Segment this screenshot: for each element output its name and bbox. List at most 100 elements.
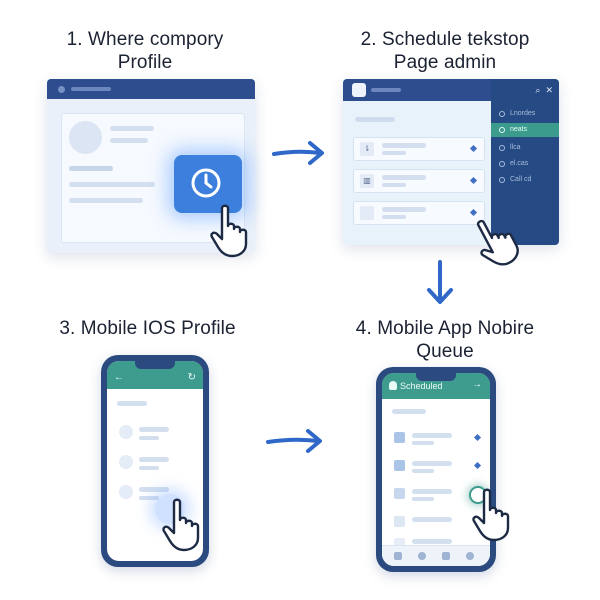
close-icon[interactable]: ✕ <box>545 85 553 95</box>
step-2-title-line1: 2. Schedule tekstop <box>360 29 530 50</box>
list-text-line <box>139 457 169 462</box>
search-tab-icon[interactable] <box>418 552 426 560</box>
row-text-line <box>412 433 452 438</box>
sidebar-item-icon <box>499 127 505 133</box>
row-subtext-line <box>382 151 406 155</box>
back-arrow-icon[interactable]: ← <box>114 372 124 383</box>
step-2-title-line2: Page admin <box>393 52 497 73</box>
sidebar-tools: ⌕ ✕ <box>535 85 553 96</box>
queue-row[interactable] <box>388 511 488 533</box>
step-1-title-line2: Profile <box>117 52 173 73</box>
sidebar-item-label: neats <box>510 126 528 133</box>
sidebar-item-icon <box>499 161 505 167</box>
queue-row[interactable] <box>388 427 488 449</box>
phone-screen: Scheduled → <box>382 373 490 566</box>
schedule-row[interactable]: ⇂ <box>353 137 485 161</box>
list-avatar <box>119 455 133 469</box>
schedule-row[interactable] <box>353 201 485 225</box>
sidebar-item-label: llca <box>510 144 521 151</box>
user-icon <box>352 83 366 97</box>
page-admin-window: ⇂ ▥ ⌕ ✕ Lnordes neats llca <box>343 79 559 245</box>
diamond-icon <box>469 144 478 153</box>
warning-icon <box>394 460 405 471</box>
step-1-title-line1: 1. Where compory <box>66 29 224 50</box>
admin-heading-line <box>355 117 395 122</box>
pointing-hand-icon <box>210 204 248 258</box>
schedule-clock-button[interactable] <box>174 155 242 213</box>
profile-subtitle-line <box>110 138 148 143</box>
list-avatar <box>119 485 133 499</box>
sidebar-item-2[interactable]: llca <box>491 141 559 155</box>
sidebar-item-icon <box>499 145 505 151</box>
sidebar-item-3[interactable]: el.cas <box>491 157 559 171</box>
image-icon <box>394 538 405 549</box>
profile-text-line <box>69 182 155 187</box>
window-title-bar <box>47 79 255 99</box>
row-text-line <box>412 539 452 544</box>
row-subtext-line <box>382 215 406 219</box>
user-icon <box>389 381 397 390</box>
diamond-icon <box>473 461 482 470</box>
row-text-line <box>382 175 426 180</box>
step-3-title-line1: 3. Mobile IOS Profile <box>59 318 236 339</box>
list-avatar <box>119 425 133 439</box>
queue-row[interactable] <box>388 455 488 477</box>
profile-text-line <box>69 198 143 203</box>
avatar <box>69 121 102 154</box>
pointing-hand-icon <box>476 219 519 266</box>
profile-tab-icon[interactable] <box>466 552 474 560</box>
admin-sidebar: ⌕ ✕ Lnordes neats llca el.cas Call cd <box>491 79 559 245</box>
profile-heading-line <box>69 166 113 171</box>
profile-name-line <box>110 126 154 131</box>
arrow-right-icon <box>272 141 324 165</box>
list-text-line <box>139 466 159 470</box>
image-icon <box>394 488 405 499</box>
row-text-line <box>412 517 452 522</box>
step-1-title: 1. Where compory Profile <box>30 28 260 74</box>
arrow-down-icon <box>427 260 453 304</box>
row-text-line <box>382 207 426 212</box>
row-subtext-line <box>412 441 434 445</box>
step-2-title: 2. Schedule tekstop Page admin <box>330 28 560 74</box>
forward-arrow-icon[interactable]: → <box>472 379 482 390</box>
sidebar-item-icon <box>499 177 505 183</box>
admin-title-placeholder <box>371 88 401 92</box>
phone-notch <box>416 373 456 381</box>
clock-icon <box>191 168 221 198</box>
sidebar-item-0[interactable]: Lnordes <box>491 107 559 121</box>
sidebar-item-4[interactable]: Call cd <box>491 173 559 187</box>
bottom-tab-bar <box>382 545 490 566</box>
arrow-right-icon <box>266 429 322 453</box>
sidebar-item-1[interactable]: neats <box>491 123 559 137</box>
step-4-title-line2: Queue <box>416 341 474 362</box>
sidebar-item-label: Call cd <box>510 176 532 183</box>
diamond-icon <box>469 176 478 185</box>
step-3-title: 3. Mobile IOS Profile <box>40 317 255 340</box>
list-text-line <box>139 436 159 440</box>
window-dot-icon <box>58 86 65 93</box>
pointing-hand-icon <box>162 498 200 552</box>
mobile-queue-phone: Scheduled → <box>376 367 496 572</box>
row-subtext-line <box>412 469 434 473</box>
row-text-line <box>412 461 452 466</box>
warning-icon <box>394 432 405 443</box>
window-title-placeholder <box>71 87 111 91</box>
pointing-hand-icon <box>472 488 510 542</box>
row-subtext-line <box>382 183 406 187</box>
list-text-line <box>139 427 169 432</box>
step-4-title-line1: 4. Mobile App Nobire <box>355 318 535 339</box>
sidebar-item-icon <box>499 111 505 117</box>
home-tab-icon[interactable] <box>394 552 402 560</box>
queue-row[interactable] <box>388 533 488 555</box>
image-icon <box>394 516 405 527</box>
refresh-icon[interactable]: ↻ <box>187 372 196 383</box>
sidebar-item-label: el.cas <box>510 160 529 167</box>
inbox-tab-icon[interactable] <box>442 552 450 560</box>
admin-title-bar <box>343 79 491 101</box>
row-text-line <box>382 143 426 148</box>
schedule-row[interactable]: ▥ <box>353 169 485 193</box>
calendar-icon: ▥ <box>360 174 374 188</box>
list-text-line <box>139 487 169 492</box>
row-subtext-line <box>412 497 434 501</box>
search-icon[interactable]: ⌕ <box>535 85 541 95</box>
